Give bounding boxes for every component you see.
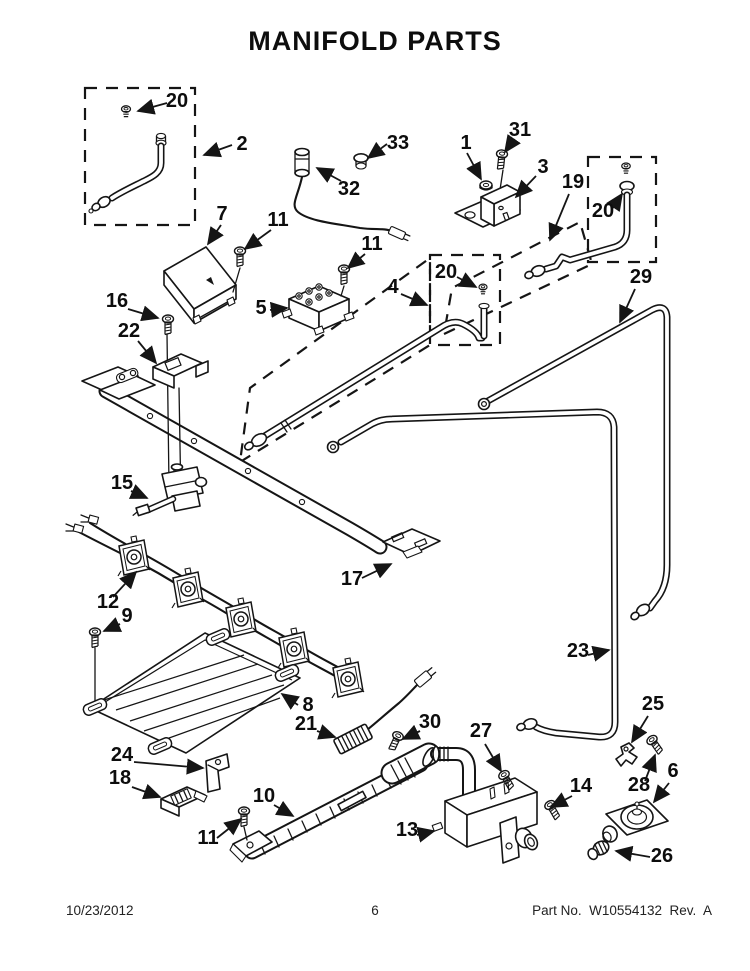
dashed-box-part-2 bbox=[83, 86, 197, 227]
callout-14: 14 bbox=[570, 775, 593, 797]
callout-24: 24 bbox=[111, 744, 134, 766]
part-24-bracket bbox=[205, 753, 230, 793]
callout-20-c: 20 bbox=[435, 261, 457, 283]
part-5-spark-module bbox=[281, 283, 355, 336]
callout-32: 32 bbox=[338, 178, 360, 200]
part-22-bracket bbox=[152, 333, 209, 504]
part-16-screw bbox=[161, 314, 175, 336]
callout-1: 1 bbox=[460, 132, 471, 154]
part-17-manifold-pipe bbox=[81, 366, 441, 559]
callout-12: 12 bbox=[97, 591, 119, 613]
leader-lines bbox=[102, 98, 671, 862]
part-31-screw bbox=[494, 148, 509, 171]
callout-26: 26 bbox=[651, 845, 673, 867]
part-32-electrode bbox=[293, 147, 411, 242]
callout-4: 4 bbox=[387, 276, 399, 298]
callout-10: 10 bbox=[253, 785, 275, 807]
callout-20-b: 20 bbox=[592, 200, 614, 222]
callout-29: 29 bbox=[630, 266, 652, 288]
part-1-nut bbox=[479, 180, 493, 191]
page-title: MANIFOLD PARTS bbox=[248, 26, 502, 56]
part-11-screw-c bbox=[237, 806, 251, 841]
callout-5: 5 bbox=[255, 297, 266, 319]
part-7-cover bbox=[163, 246, 237, 325]
part-11-screw-a bbox=[232, 246, 247, 293]
part-33-grommet bbox=[353, 153, 369, 170]
callout-3: 3 bbox=[537, 156, 548, 178]
callout-23: 23 bbox=[567, 640, 589, 662]
part-2-supply-tube bbox=[88, 105, 167, 214]
callout-19: 19 bbox=[562, 171, 584, 193]
callout-7: 7 bbox=[216, 203, 227, 225]
callout-28: 28 bbox=[628, 774, 650, 796]
callout-15: 15 bbox=[111, 472, 133, 494]
callout-21: 21 bbox=[295, 713, 317, 735]
callout-16: 16 bbox=[106, 290, 128, 312]
part-4-tube bbox=[243, 283, 490, 451]
footer-page-number: 6 bbox=[371, 903, 379, 918]
part-9-screw bbox=[88, 627, 102, 709]
part-21-igniter-harness bbox=[333, 667, 437, 755]
part-15-valve bbox=[132, 463, 208, 517]
part-3-bracket bbox=[454, 148, 521, 228]
part-29-tube bbox=[477, 304, 671, 621]
callout-8: 8 bbox=[302, 694, 313, 716]
part-8-panel bbox=[81, 626, 301, 757]
part-11-screw-b bbox=[337, 264, 351, 297]
part-13-burner-box bbox=[430, 745, 539, 864]
dashed-band-part-4 bbox=[238, 255, 432, 465]
part-18-clip bbox=[160, 786, 208, 817]
part-30-screw bbox=[385, 729, 406, 754]
part-23-tube bbox=[326, 408, 619, 741]
callout-17: 17 bbox=[341, 568, 363, 590]
callout-13: 13 bbox=[396, 819, 418, 841]
part-20-bolt-right bbox=[621, 162, 631, 174]
callout-22: 22 bbox=[118, 320, 140, 342]
part-25-clamp bbox=[615, 742, 638, 767]
part-20-bolt-middle bbox=[478, 283, 488, 295]
callout-9: 9 bbox=[121, 605, 132, 627]
module-terminals bbox=[295, 283, 333, 306]
callout-11-c: 11 bbox=[197, 827, 218, 849]
callout-33: 33 bbox=[387, 132, 409, 154]
part-12-switch-harness bbox=[65, 514, 365, 699]
callout-labels: 20 2 33 32 1 31 3 19 20 29 7 11 11 5 4 2… bbox=[97, 90, 679, 867]
callout-20-a: 20 bbox=[166, 90, 188, 112]
dashed-band-part-19 bbox=[442, 220, 594, 336]
part-6-regulator bbox=[602, 799, 669, 843]
footer-part-number: Part No. W10554132 Rev. A bbox=[532, 903, 712, 918]
part-19-tube bbox=[524, 162, 635, 280]
part-10-igniter-tube bbox=[229, 742, 441, 863]
footer-date: 10/23/2012 bbox=[66, 903, 134, 918]
callout-2: 2 bbox=[236, 133, 247, 155]
part-26-fitting bbox=[587, 840, 610, 861]
dashed-box-part-4 bbox=[428, 253, 502, 347]
dashed-outlines bbox=[83, 86, 658, 465]
callout-25: 25 bbox=[642, 693, 664, 715]
callout-11-b: 11 bbox=[361, 233, 382, 255]
callout-11-a: 11 bbox=[267, 209, 288, 231]
callout-18: 18 bbox=[109, 767, 131, 789]
callout-30: 30 bbox=[419, 711, 441, 733]
callout-27: 27 bbox=[470, 720, 492, 742]
callout-31: 31 bbox=[509, 119, 531, 141]
part-28-screw bbox=[644, 732, 667, 757]
callout-6: 6 bbox=[667, 760, 678, 782]
